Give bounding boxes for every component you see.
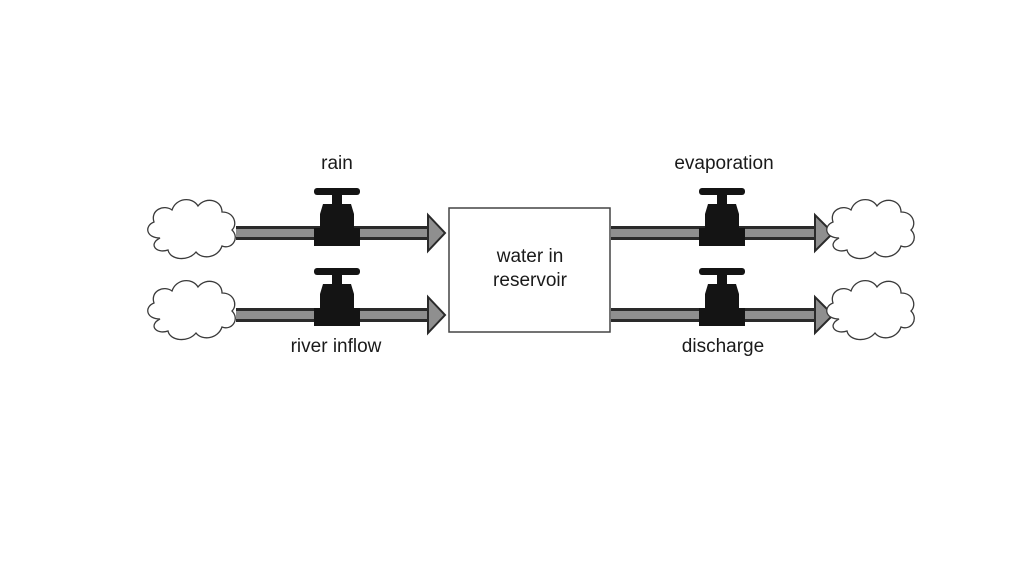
reservoir-label-line2: reservoir: [493, 270, 568, 291]
river-inflow-source-cloud: [147, 279, 236, 341]
evaporation-label: evaporation: [674, 153, 773, 174]
discharge-valve: [699, 268, 745, 326]
rain-arrowhead: [427, 212, 447, 254]
rain-valve: [314, 188, 360, 246]
river-inflow-arrowhead: [427, 294, 447, 336]
rain-label: rain: [321, 153, 353, 174]
rain-source-cloud: [147, 198, 236, 260]
reservoir-stock: water in reservoir: [448, 207, 611, 333]
river-inflow-flow: river inflow: [147, 268, 447, 357]
discharge-label: discharge: [682, 336, 764, 357]
reservoir-box: [448, 207, 611, 333]
reservoir-label-line1: water in: [496, 246, 564, 267]
evaporation-sink-cloud: [826, 198, 915, 260]
evaporation-arrowhead: [814, 212, 835, 254]
evaporation-valve: [699, 188, 745, 246]
river-inflow-label: river inflow: [291, 336, 382, 357]
rain-flow: rain: [147, 153, 447, 260]
river-inflow-valve: [314, 268, 360, 326]
discharge-flow: discharge: [611, 268, 915, 357]
discharge-sink-cloud: [826, 279, 915, 341]
evaporation-flow: evaporation: [611, 153, 915, 260]
discharge-arrowhead: [814, 294, 835, 336]
